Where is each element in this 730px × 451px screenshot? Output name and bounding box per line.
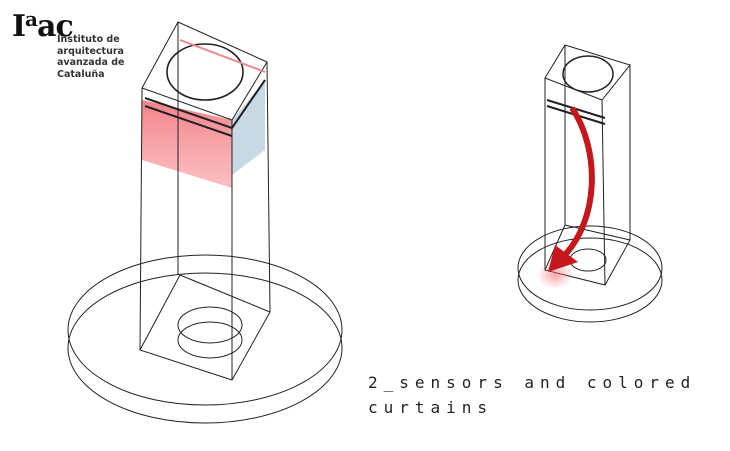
logo-mark: Iaac [12, 7, 74, 44]
red-arrow [559, 106, 595, 261]
caption: 2_sensors and colored curtains [368, 370, 696, 420]
iaac-logo: Iaac Instituto de arquitectura avanzada … [12, 4, 124, 80]
left-base-square [139, 274, 271, 381]
caption-line-1: 2_sensors and colored [368, 373, 697, 392]
logo-line: Cataluña [57, 68, 105, 80]
left-base-disk-top [67, 254, 343, 406]
logo-line: avanzada de [57, 57, 125, 68]
left-curtain-red [142, 100, 232, 188]
logo-subtitle: Instituto de arquitectura avanzada de Ca… [57, 34, 157, 80]
left-tower [67, 21, 343, 424]
left-base-disk-bottom [67, 272, 343, 424]
logo-line: Instituto de [57, 34, 120, 45]
red-arrowhead [548, 245, 578, 272]
left-top-sensor [166, 43, 244, 101]
logo-line: arquitectura [57, 45, 124, 57]
caption-line-2: curtains [368, 398, 494, 417]
left-curtain-blue [232, 80, 265, 175]
right-tower [517, 44, 663, 323]
